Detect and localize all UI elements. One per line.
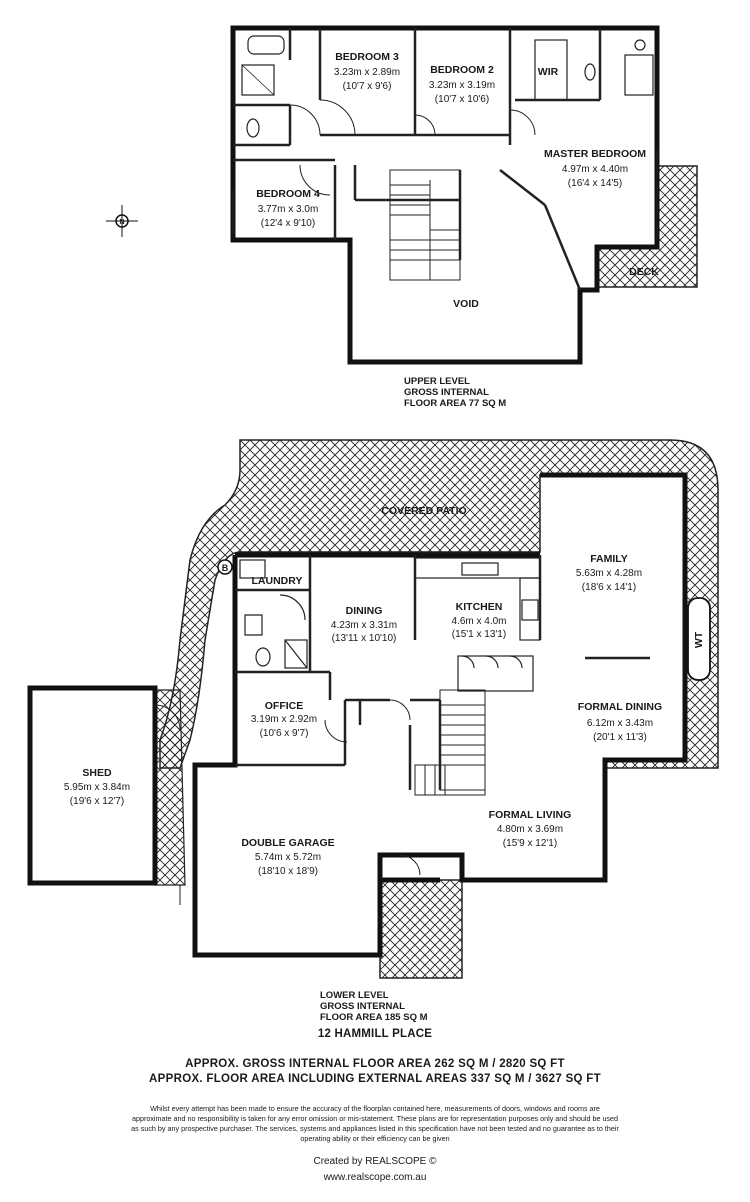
formal-living-name: FORMAL LIVING	[489, 809, 572, 821]
bedroom3-metric: 3.23m x 2.89m	[334, 67, 400, 78]
external-area: APPROX. FLOOR AREA INCLUDING EXTERNAL AR…	[149, 1073, 601, 1085]
family-imperial: (18'6 x 14'1)	[582, 582, 636, 593]
bedroom3-name: BEDROOM 3	[335, 51, 399, 63]
kitchen-name: KITCHEN	[456, 601, 503, 613]
formal-dining-name: FORMAL DINING	[578, 701, 662, 713]
bedroom4-imperial: (12'4 x 9'10)	[261, 218, 315, 229]
upper-area-line-2: GROSS INTERNAL	[404, 387, 489, 398]
formal-dining-metric: 6.12m x 3.43m	[587, 718, 653, 729]
website-link[interactable]: www.realscope.com.au	[323, 1172, 427, 1183]
gross-internal-area: APPROX. GROSS INTERNAL FLOOR AREA 262 SQ…	[185, 1058, 565, 1070]
master-bedroom-name: MASTER BEDROOM	[544, 148, 646, 160]
lower-area-line-2: GROSS INTERNAL	[320, 1001, 405, 1012]
formal-living-metric: 4.80m x 3.69m	[497, 824, 563, 835]
covered-patio-name: COVERED PATIO	[381, 505, 466, 517]
office-metric: 3.19m x 2.92m	[251, 714, 317, 725]
patio-west-strip	[154, 689, 186, 886]
credit-line: Created by REALSCOPE ©	[313, 1156, 437, 1167]
covered-patio-area	[159, 439, 719, 769]
lower-level-area-note: LOWER LEVEL GROSS INTERNAL FLOOR AREA 18…	[320, 990, 428, 1023]
shed-name: SHED	[82, 767, 112, 779]
wir-name: WIR	[538, 66, 559, 78]
shed-imperial: (19'6 x 12'7)	[70, 796, 124, 807]
upper-level-area-note: UPPER LEVEL GROSS INTERNAL FLOOR AREA 77…	[404, 376, 506, 409]
formal-dining-imperial: (20'1 x 11'3)	[593, 732, 647, 743]
upper-level-plan	[230, 25, 698, 365]
laundry-name: LAUNDRY	[252, 575, 303, 587]
disclaimer-text: Whilst every attempt has been made to en…	[131, 1104, 619, 1143]
water-tank-label: WT	[693, 631, 705, 648]
dining-imperial: (13'11 x 10'10)	[332, 633, 397, 644]
master-bedroom-imperial: (16'4 x 14'5)	[568, 178, 622, 189]
entry-porch	[379, 879, 463, 979]
bedroom4-name: BEDROOM 4	[256, 188, 320, 200]
shed-outline	[27, 685, 158, 886]
lower-area-line-1: LOWER LEVEL	[320, 990, 389, 1001]
garage-name: DOUBLE GARAGE	[241, 837, 334, 849]
kitchen-metric: 4.6m x 4.0m	[451, 616, 506, 627]
upper-area-line-1: UPPER LEVEL	[404, 376, 470, 387]
water-tank	[687, 597, 711, 681]
compass-icon: N	[106, 205, 138, 237]
garage-metric: 5.74m x 5.72m	[255, 852, 321, 863]
b-marker: B	[222, 563, 229, 573]
room-labels: BEDROOM 3 3.23m x 2.89m (10'7 x 9'6) BED…	[64, 51, 662, 877]
formal-living-imperial: (15'9 x 12'1)	[503, 838, 557, 849]
bedroom2-metric: 3.23m x 3.19m	[429, 80, 495, 91]
office-imperial: (10'6 x 9'7)	[260, 728, 309, 739]
office-name: OFFICE	[265, 700, 304, 712]
shed-metric: 5.95m x 3.84m	[64, 782, 130, 793]
lower-level-plan: WT B	[27, 439, 719, 979]
bedroom2-name: BEDROOM 2	[430, 64, 494, 76]
family-name: FAMILY	[590, 553, 628, 565]
property-address: 12 HAMMILL PLACE	[317, 1028, 433, 1040]
dining-name: DINING	[346, 605, 383, 617]
lower-area-line-3: FLOOR AREA 185 SQ M	[320, 1012, 428, 1023]
family-metric: 5.63m x 4.28m	[576, 568, 642, 579]
bedroom2-imperial: (10'7 x 10'6)	[435, 94, 489, 105]
dining-metric: 4.23m x 3.31m	[331, 620, 397, 631]
compass-north-letter: N	[119, 219, 124, 226]
deck-name: DECK	[629, 266, 659, 278]
bedroom4-metric: 3.77m x 3.0m	[258, 204, 319, 215]
lower-outer-wall	[192, 472, 688, 958]
garage-imperial: (18'10 x 18'9)	[258, 866, 318, 877]
upper-area-line-3: FLOOR AREA 77 SQ M	[404, 398, 507, 409]
master-bedroom-metric: 4.97m x 4.40m	[562, 164, 628, 175]
void-name: VOID	[453, 298, 479, 310]
kitchen-imperial: (15'1 x 13'1)	[452, 629, 506, 640]
bedroom3-imperial: (10'7 x 9'6)	[343, 81, 392, 92]
